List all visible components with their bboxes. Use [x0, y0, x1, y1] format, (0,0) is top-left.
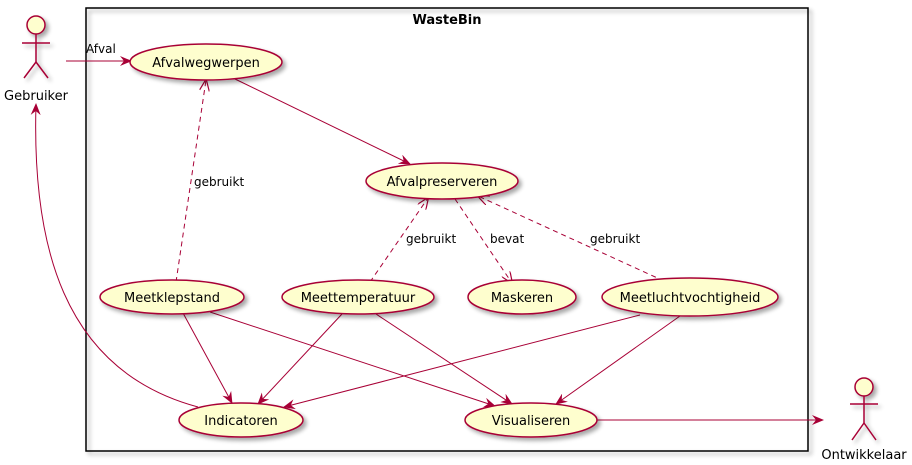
usecase-afvalpreserveren: Afvalpreserveren: [365, 162, 519, 200]
edges: [30, 56, 824, 425]
edge-meetklepstand-visualiseren: [209, 311, 496, 408]
usecase-label-indicatoren: Indicatoren: [204, 414, 277, 429]
edge-meettemperatuur-indicatoren: [257, 313, 343, 405]
usecase-maskeren: Maskeren: [467, 279, 577, 315]
usecase-label-meettemperatuur: Meettemperatuur: [301, 291, 416, 306]
edge-meettemperatuur-afvalpreserveren: [369, 198, 428, 283]
edge-labels: Afval gebruikt gebruikt bevat gebruikt: [86, 42, 640, 246]
edge-meettemperatuur-visualiseren: [375, 313, 513, 405]
usecase-meettemperatuur: Meettemperatuur: [281, 279, 435, 315]
edge-afvalwegwerpen-afvalpreserveren: [234, 78, 411, 165]
usecase-visualiseren: Visualiseren: [464, 402, 598, 438]
edge-label-bevat: bevat: [490, 232, 524, 246]
actor-developer-figure: [850, 377, 878, 441]
actor-user-label: Gebruiker: [4, 89, 69, 104]
actor-developer: Ontwikkelaar: [821, 377, 907, 463]
usecase-label-maskeren: Maskeren: [491, 291, 553, 306]
usecase-label-meetklepstand: Meetklepstand: [124, 291, 220, 306]
usecase-meetluchtvochtigheid: Meetluchtvochtigheid: [601, 277, 779, 317]
edge-afvalpreserveren-maskeren: [454, 198, 512, 283]
actor-user: Gebruiker: [4, 15, 69, 104]
usecase-afvalwegwerpen: Afvalwegwerpen: [129, 43, 283, 81]
edge-label-gebruikt-lucht: gebruikt: [590, 232, 640, 246]
edge-label-gebruikt-klep: gebruikt: [194, 175, 244, 189]
usecase-meetklepstand: Meetklepstand: [99, 279, 245, 315]
usecase-label-afvalpreserveren: Afvalpreserveren: [387, 175, 498, 190]
actor-developer-label: Ontwikkelaar: [821, 448, 907, 463]
edge-meetluchtvochtigheid-indicatoren: [283, 314, 641, 410]
edge-meetklepstand-afvalwegwerpen: [175, 80, 206, 283]
use-cases: Afvalwegwerpen Afvalpreserveren Meetklep…: [99, 43, 779, 438]
system-boundary: WasteBin: [85, 7, 809, 452]
edge-label-afval: Afval: [86, 42, 116, 56]
edge-meetluchtvochtigheid-visualiseren: [555, 315, 681, 405]
edge-meetluchtvochtigheid-afvalpreserveren: [478, 196, 665, 282]
edge-label-gebruikt-temp: gebruikt: [406, 232, 456, 246]
edge-indicatoren-user: [30, 103, 199, 408]
edge-meetklepstand-indicatoren: [182, 312, 233, 404]
usecase-label-visualiseren: Visualiseren: [492, 414, 571, 429]
usecase-indicatoren: Indicatoren: [178, 402, 304, 438]
system-title: WasteBin: [412, 13, 481, 28]
usecase-label-afvalwegwerpen: Afvalwegwerpen: [152, 56, 260, 71]
actor-user-figure: [22, 15, 50, 79]
usecase-label-meetluchtvochtigheid: Meetluchtvochtigheid: [620, 291, 761, 306]
